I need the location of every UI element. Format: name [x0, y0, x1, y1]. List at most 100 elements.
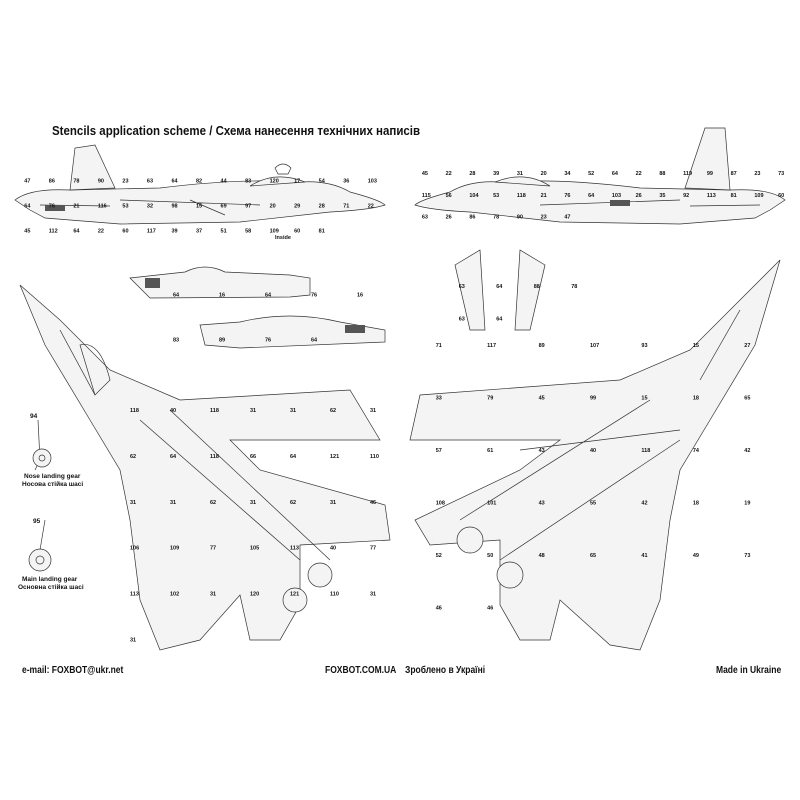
callout-number: 53	[122, 204, 128, 210]
callout-number: 103	[612, 193, 621, 199]
main-gear-number: 95	[33, 518, 41, 525]
callout-number: 73	[778, 171, 784, 177]
callout-number: 86	[469, 215, 475, 221]
top-view	[19, 284, 391, 651]
callout-number: 107	[590, 343, 599, 349]
callout-number: 64	[290, 454, 297, 460]
callout-number: 20	[270, 204, 276, 210]
callout-number: 110	[370, 454, 379, 460]
callout-number: 45	[422, 171, 428, 177]
footer-made-en: Made in Ukraine	[716, 665, 782, 676]
callout-number: 120	[250, 591, 259, 597]
callout-number: 65	[744, 395, 750, 401]
callout-number: 81	[319, 229, 325, 235]
callout-number: 109	[270, 229, 279, 235]
callout-number: 55	[590, 500, 596, 506]
callout-number: 117	[147, 229, 156, 235]
main-gear-drawing	[28, 519, 52, 572]
callout-number: 47	[564, 215, 570, 221]
callout-number: 40	[170, 408, 176, 414]
main-gear-label-ua: Основна стійка шасі	[18, 584, 84, 591]
callout-number: 19	[744, 500, 750, 506]
callout-number: 20	[541, 171, 547, 177]
callout-number: 35	[659, 193, 665, 199]
callout-number: 50	[487, 553, 493, 559]
bottom-view	[409, 259, 781, 651]
side-view-left	[14, 144, 386, 225]
callout-number: 44	[221, 179, 228, 185]
callout-number: 62	[210, 500, 216, 506]
callout-number: 118	[517, 193, 526, 199]
callout-number: 63	[459, 284, 465, 290]
callout-number: 98	[171, 204, 177, 210]
callout-number: 113	[707, 193, 716, 199]
callout-number: 64	[171, 179, 178, 185]
callout-number: 101	[487, 500, 496, 506]
callout-number: 31	[290, 408, 296, 414]
callout-number: 46	[436, 605, 442, 611]
callout-number: 31	[250, 500, 256, 506]
callout-number: 40	[330, 546, 336, 552]
callout-number: 41	[641, 553, 647, 559]
callout-number: 77	[370, 546, 376, 552]
callout-number: 71	[343, 204, 349, 210]
callout-number: 16	[357, 293, 363, 299]
callout-number: 88	[534, 284, 540, 290]
callout-number: 78	[73, 179, 79, 185]
callout-number: 43	[539, 448, 545, 454]
callout-number: 113	[130, 591, 139, 597]
callout-number: 23	[754, 171, 760, 177]
callout-number: 71	[436, 343, 442, 349]
footer-email: e-mail: FOXBOT@ukr.net	[22, 665, 124, 676]
callout-number: 62	[130, 454, 136, 460]
callout-number: 58	[245, 229, 251, 235]
callout-number: 26	[446, 215, 452, 221]
callout-number: 42	[641, 500, 647, 506]
callout-number: 63	[459, 316, 465, 322]
callout-number: 64	[173, 293, 180, 299]
callout-number: 33	[436, 395, 442, 401]
callout-number: 42	[744, 448, 750, 454]
callout-number: 26	[636, 193, 642, 199]
callout-number: 73	[744, 553, 750, 559]
callout-number: 45	[539, 395, 545, 401]
callout-number: 106	[130, 546, 139, 552]
callout-number: 104	[469, 193, 479, 199]
callout-number: 45	[24, 229, 30, 235]
main-gear-label-en: Main landing gear	[22, 576, 78, 583]
callout-number: 121	[330, 454, 339, 460]
nose-gear-label-ua: Носова стійка шасі	[22, 481, 84, 488]
vertical-fins	[454, 249, 546, 331]
callout-number: 64	[612, 171, 619, 177]
callout-number: 121	[290, 591, 299, 597]
callout-number: 31	[370, 408, 376, 414]
callout-number: 78	[571, 284, 577, 290]
callout-number: 60	[294, 229, 300, 235]
callout-number: 36	[343, 179, 349, 185]
callout-number: 76	[49, 204, 55, 210]
callout-number: 21	[541, 193, 547, 199]
callout-number: 21	[73, 204, 79, 210]
callout-number: 57	[436, 448, 442, 454]
callout-number: 52	[588, 171, 594, 177]
callout-number: 18	[693, 395, 699, 401]
callout-number: 15	[196, 204, 202, 210]
callout-number: 46	[370, 500, 376, 506]
callout-number: 81	[731, 193, 737, 199]
callout-number: 69	[221, 204, 227, 210]
callout-number: 48	[539, 553, 545, 559]
callout-number: 64	[496, 284, 503, 290]
callout-number: 31	[170, 500, 176, 506]
callout-number: 89	[539, 343, 545, 349]
callout-number: 117	[487, 343, 496, 349]
callout-number: 29	[294, 204, 300, 210]
callout-number: 17	[294, 179, 300, 185]
callout-number: 90	[517, 215, 523, 221]
callout-number: 46	[487, 605, 493, 611]
callout-number: 105	[250, 546, 259, 552]
callout-number: 62	[330, 408, 336, 414]
callout-number: 116	[98, 204, 107, 210]
callout-number: 118	[641, 448, 650, 454]
callout-number: 37	[196, 229, 202, 235]
